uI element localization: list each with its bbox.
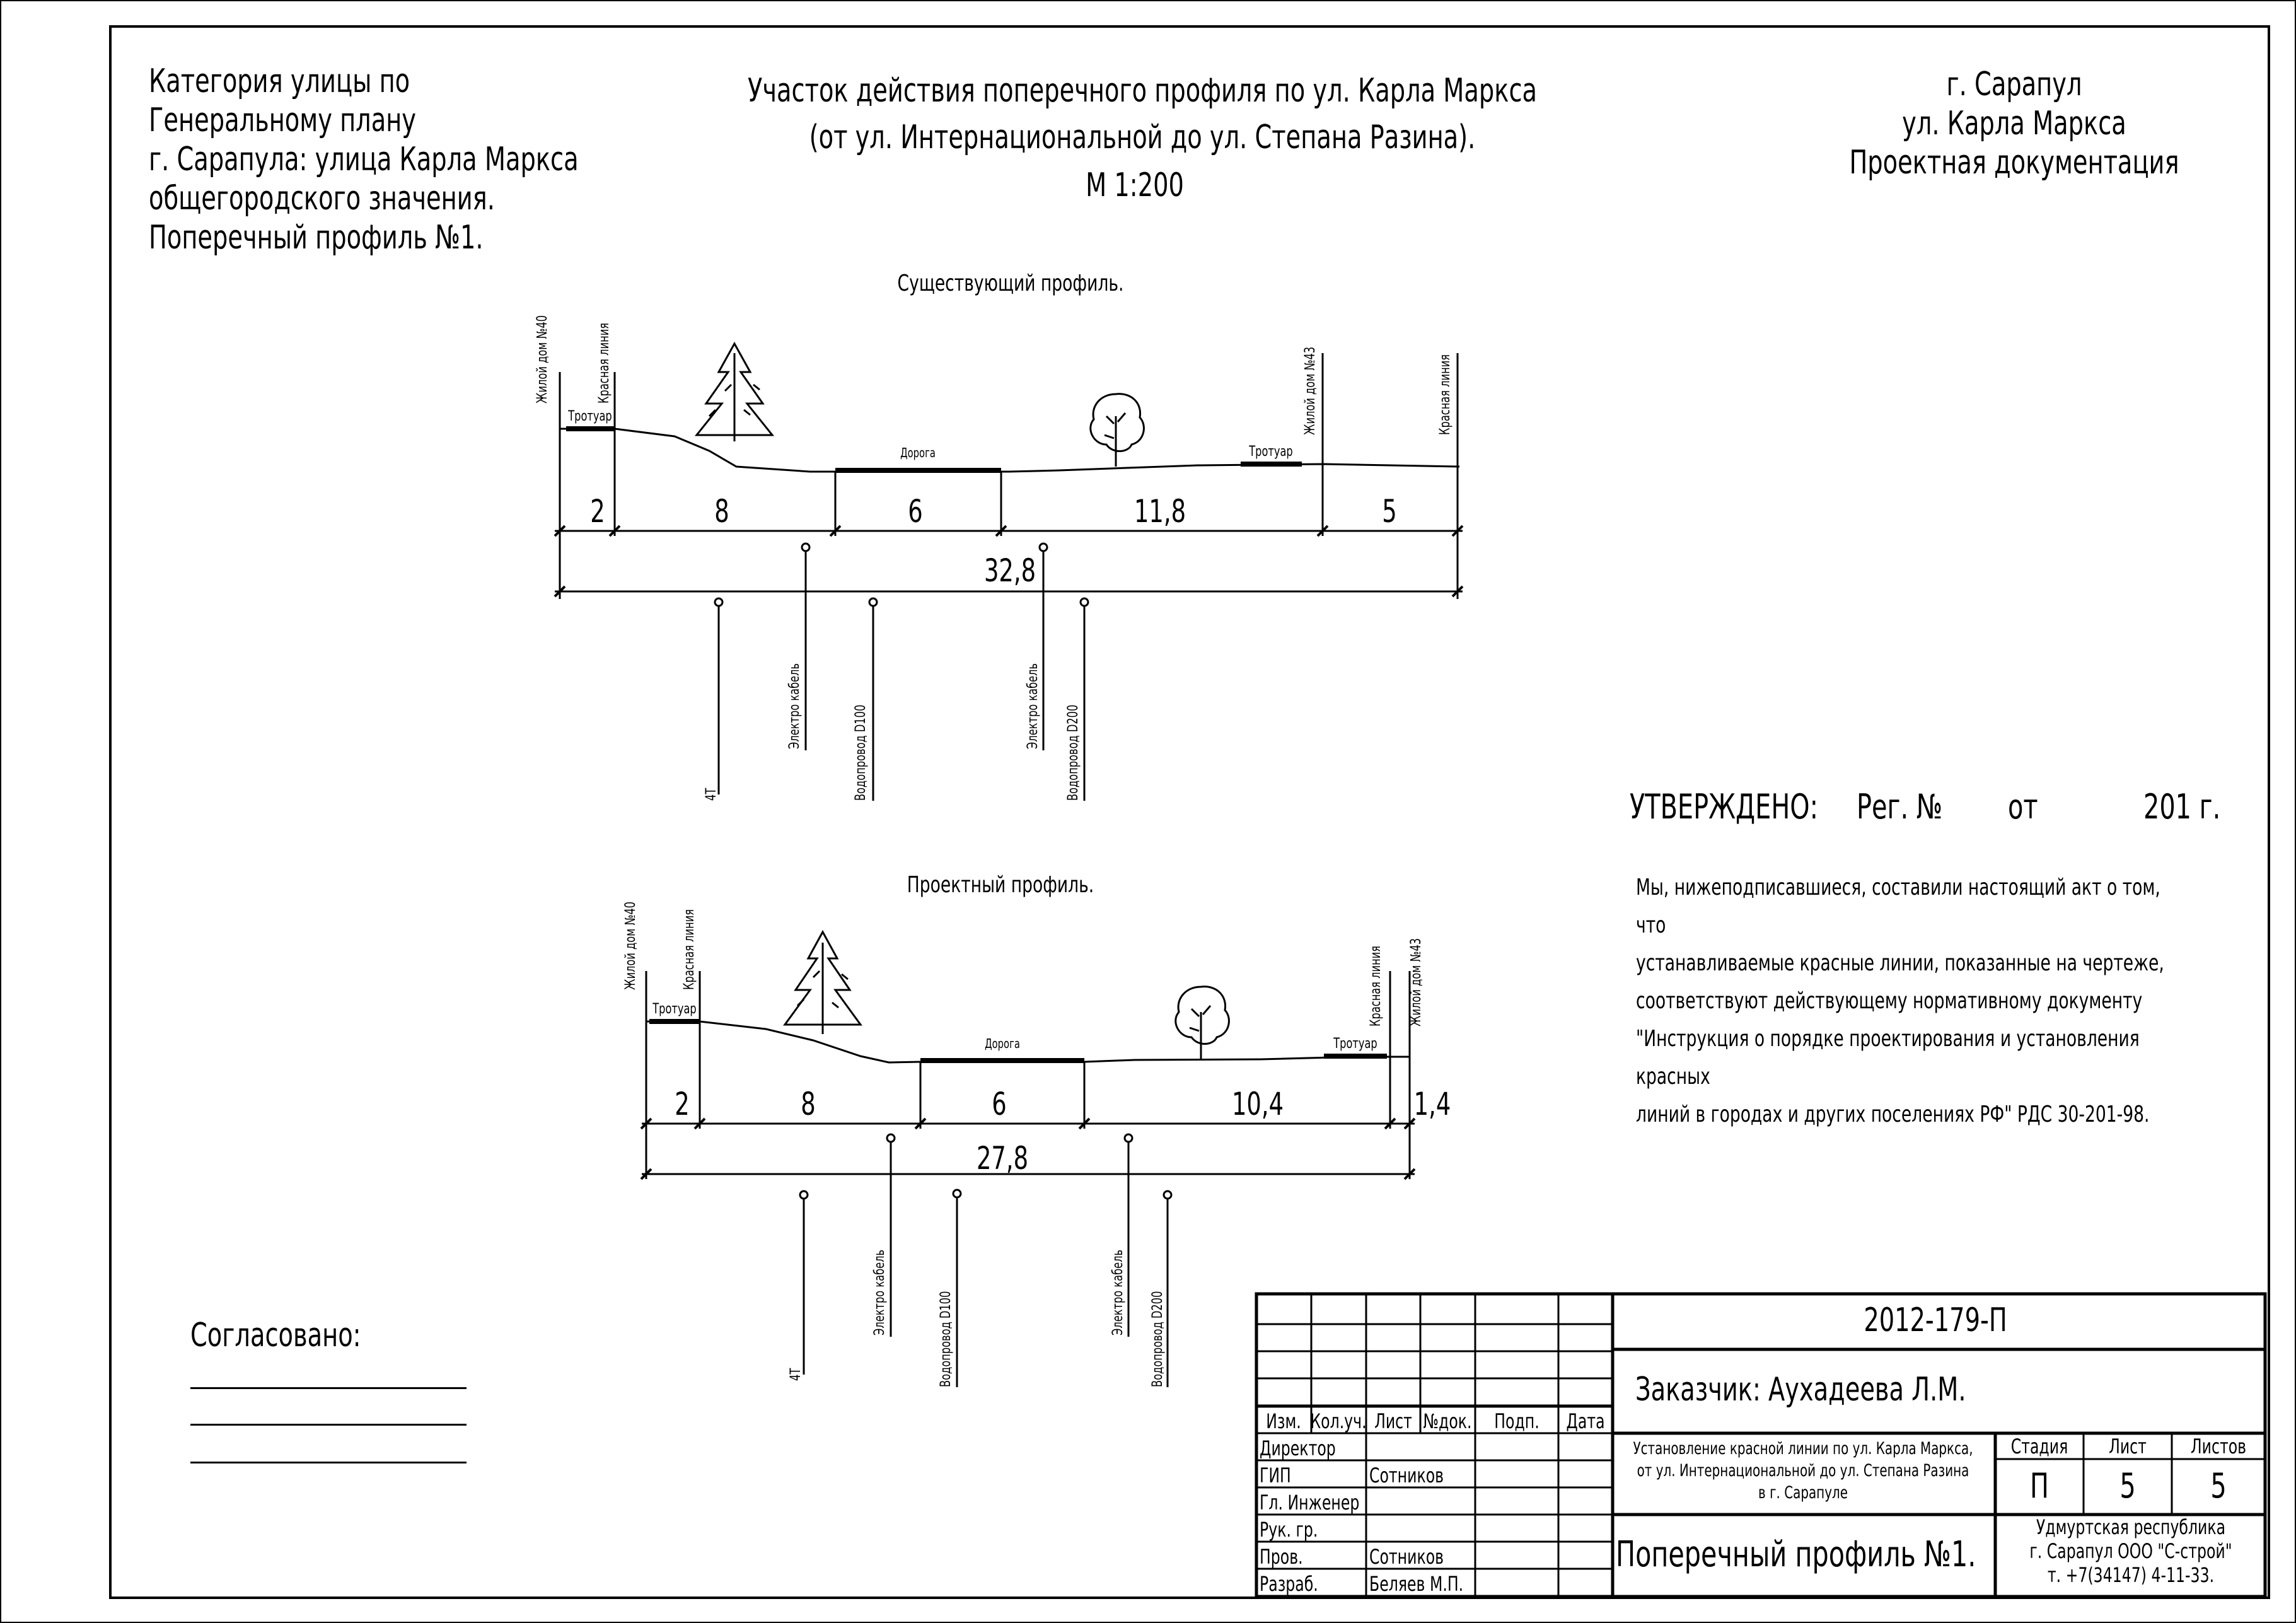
title-line-2: (от ул. Интернациональной до ул. Степана… xyxy=(809,119,1476,156)
project-desc-1: Установление красной линии по ул. Карла … xyxy=(1633,1439,1973,1458)
existing-tree-deciduous-icon xyxy=(1089,393,1145,467)
existing-profile-title: Существующий профиль. xyxy=(897,270,1124,296)
sheet-value: 5 xyxy=(2119,1466,2136,1506)
existing-segment-4: 11,8 xyxy=(1134,493,1186,530)
existing-segment-5: 5 xyxy=(1382,493,1397,530)
col-koluch: Кол.уч. xyxy=(1310,1409,1367,1433)
approved-label: УТВЕРЖДЕНО: xyxy=(1630,787,1819,827)
approval-text: Мы, нижеподписавшиеся, составили настоящ… xyxy=(1636,875,2164,1127)
project-ground-line xyxy=(646,1020,1410,1064)
approval-from-label: от xyxy=(2008,787,2038,827)
role-checked: Пров. xyxy=(1260,1545,1303,1569)
role-gip: ГИП xyxy=(1260,1463,1291,1487)
reg-number-label: Рег. № xyxy=(1857,787,1943,827)
project-sidewalk-right-label: Тротуар xyxy=(1333,1036,1377,1052)
project-tree-conifer-icon xyxy=(783,929,862,1034)
project-segment-3: 6 xyxy=(992,1086,1007,1122)
project-code: 2012-179-П xyxy=(1864,1301,2007,1339)
signature-line-3 xyxy=(190,1462,467,1463)
existing-segment-3: 6 xyxy=(908,493,923,530)
col-data: Дата xyxy=(1566,1409,1605,1433)
sheets-value: 5 xyxy=(2210,1466,2227,1506)
role-chief-engineer: Гл. Инженер xyxy=(1260,1491,1360,1515)
approval-year-label: 201 г. xyxy=(2143,787,2221,827)
project-total: 27,8 xyxy=(976,1140,1029,1177)
project-road-label: Дорога xyxy=(985,1036,1020,1051)
project-segment-4: 10,4 xyxy=(1231,1086,1284,1122)
existing-segment-1: 2 xyxy=(590,493,605,530)
role-developed: Разраб. xyxy=(1260,1572,1318,1596)
role-group-lead: Рук. гр. xyxy=(1260,1518,1318,1542)
org-line-1: Удмуртская республика xyxy=(2036,1515,2226,1539)
signature-line-1 xyxy=(190,1387,467,1389)
inner-frame xyxy=(109,25,2270,1599)
sheet-label: Лист xyxy=(2109,1434,2147,1458)
org-line-3: т. +7(34147) 4-11-33. xyxy=(2047,1563,2215,1587)
existing-tree-conifer-icon xyxy=(694,341,775,441)
name-gip: Сотников xyxy=(1369,1463,1444,1487)
project-profile-title: Проектный профиль. xyxy=(907,872,1094,898)
customer-label: Заказчик: Ауxадеева Л.М. xyxy=(1635,1371,1966,1409)
project-tree-deciduous-icon xyxy=(1174,986,1230,1059)
project-segment-5: 1,4 xyxy=(1413,1086,1451,1122)
project-segment-2: 8 xyxy=(801,1086,816,1122)
col-izm: Изм. xyxy=(1266,1409,1301,1433)
stage-value: П xyxy=(2030,1466,2049,1506)
signature-line-2 xyxy=(190,1424,467,1426)
org-line-2: г. Сарапул ООО "С-строй" xyxy=(2029,1539,2232,1563)
existing-total: 32,8 xyxy=(983,552,1036,589)
sheets-label: Листов xyxy=(2190,1434,2247,1458)
col-list: Лист xyxy=(1374,1409,1412,1433)
existing-sidewalk-left-label: Тротуар xyxy=(568,409,612,424)
title-line-1: Участок действия поперечного профиля по … xyxy=(747,72,1538,110)
agreed-label: Согласовано: xyxy=(190,1317,361,1354)
city-line-2: ул. Карла Маркса xyxy=(1902,105,2126,143)
name-checked: Сотников xyxy=(1369,1545,1444,1569)
name-developed: Беляев М.П. xyxy=(1369,1572,1464,1596)
col-ndok: №док. xyxy=(1423,1409,1472,1433)
project-desc-3: в г. Сарапуле xyxy=(1758,1483,1848,1503)
city-line-3: Проектная документация xyxy=(1849,144,2179,182)
existing-sidewalk-right-label: Тротуар xyxy=(1249,444,1293,460)
scale-label: М 1:200 xyxy=(1086,166,1184,204)
project-desc-2: от ул. Интернациональной до ул. Степана … xyxy=(1637,1461,1969,1480)
existing-segment-2: 8 xyxy=(714,493,729,530)
stage-label: Стадия xyxy=(2010,1434,2068,1458)
project-sidewalk-left-label: Тротуар xyxy=(652,1001,697,1017)
existing-ground-line xyxy=(560,428,1460,473)
col-podp: Подп. xyxy=(1494,1409,1539,1433)
street-category-text: Категория улицы по Генеральному плану г.… xyxy=(149,62,579,257)
project-segment-1: 2 xyxy=(675,1086,690,1122)
role-director: Директор xyxy=(1260,1436,1336,1460)
existing-profile-drawing xyxy=(554,341,1464,801)
existing-road-label: Дорога xyxy=(900,445,936,460)
project-profile-drawing xyxy=(640,929,1416,1387)
drawing-title: Поперечный профиль №1. xyxy=(1616,1534,1976,1575)
city-line-1: г. Сарапул xyxy=(1946,66,2082,103)
